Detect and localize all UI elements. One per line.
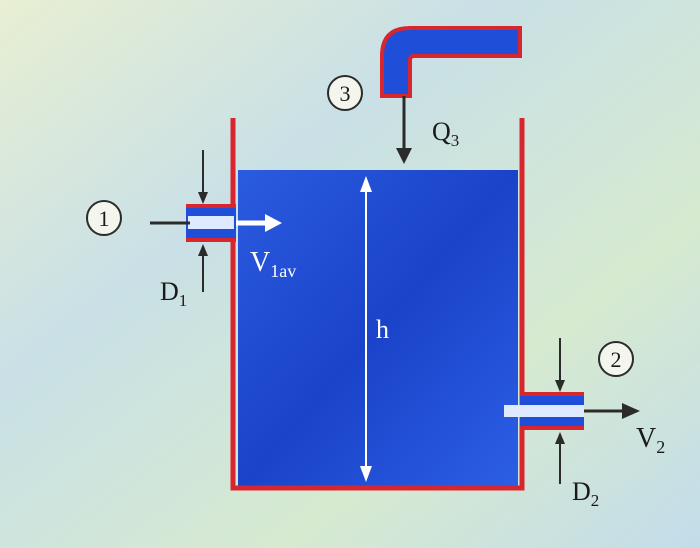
supply-pipe <box>380 26 522 98</box>
marker-1-label: 1 <box>99 206 110 231</box>
v1-arrowhead <box>265 214 282 232</box>
tank-water <box>238 170 518 490</box>
tank-wall <box>230 118 525 491</box>
v2-arrowhead <box>622 403 640 419</box>
inlet-pipe-core <box>188 216 234 229</box>
marker-2-label: 2 <box>611 347 622 372</box>
height-arrowhead-top <box>360 176 372 192</box>
height-label: h <box>376 315 389 344</box>
q3-label: Q3 <box>432 117 459 150</box>
d2-label: D2 <box>572 477 599 510</box>
d1-label: D1 <box>160 277 187 310</box>
d1-top-arrowhead <box>198 192 208 204</box>
d1-bottom-arrowhead <box>198 244 208 256</box>
marker-circle-3 <box>327 75 363 111</box>
q3-arrowhead <box>396 148 412 164</box>
height-arrowhead-bottom <box>360 466 372 482</box>
marker-3-label: 3 <box>340 81 351 106</box>
marker-circle-2 <box>598 341 634 377</box>
marker-circle-1 <box>86 200 122 236</box>
v2-label: V2 <box>636 423 665 457</box>
d2-top-arrowhead <box>555 380 565 392</box>
v1-label: V1av <box>250 247 296 281</box>
outlet-pipe-core <box>504 405 584 417</box>
d2-bottom-arrowhead <box>555 432 565 444</box>
